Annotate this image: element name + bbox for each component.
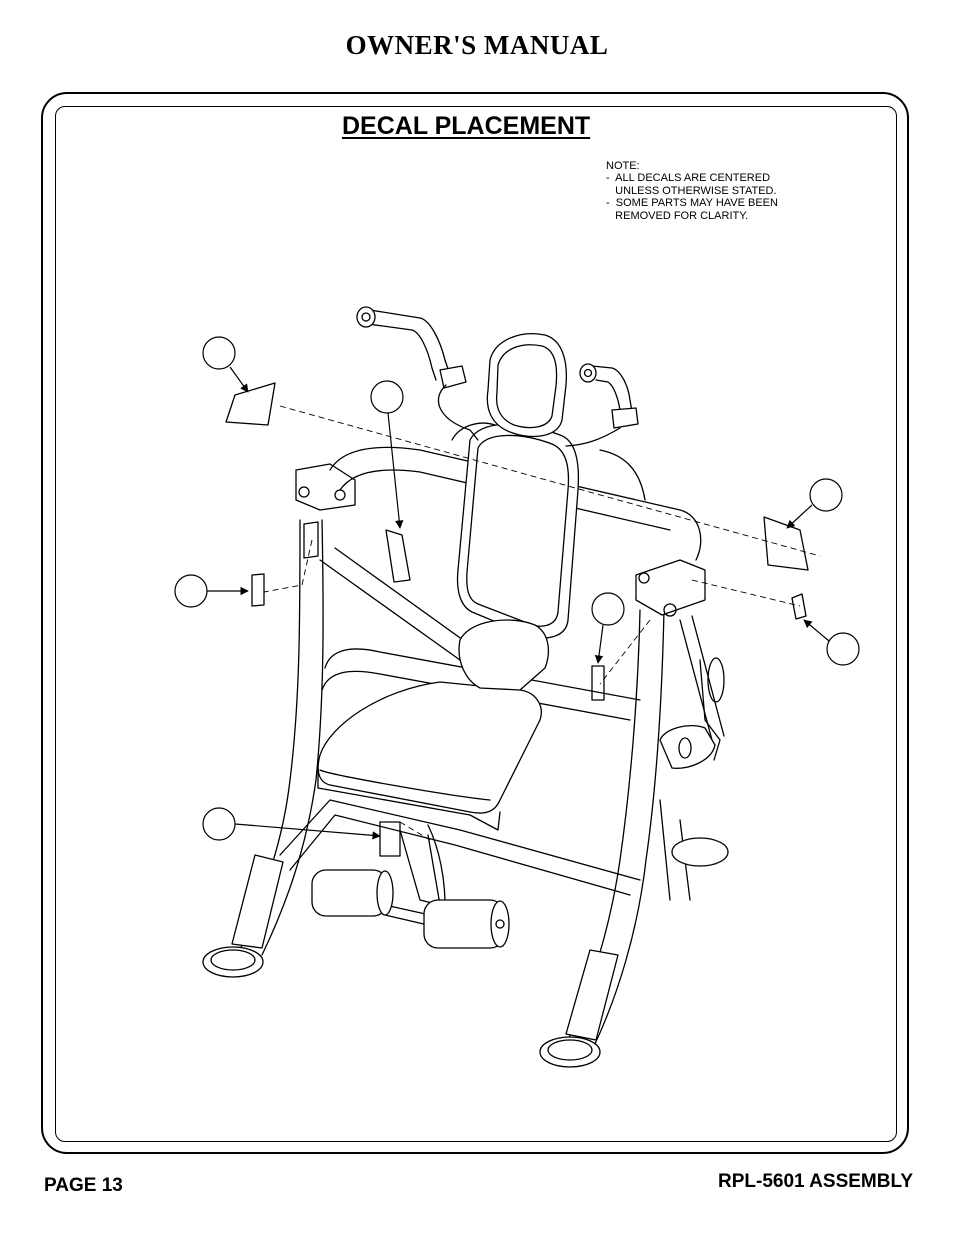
- decal-shape: [763, 516, 809, 571]
- note-line: REMOVED FOR CLARITY.: [606, 209, 749, 222]
- note-line: UNLESS OTHERWISE STATED.: [606, 184, 777, 197]
- callout-balloon: [809, 478, 843, 512]
- model-assembly-label: RPL-5601 ASSEMBLY: [718, 1171, 913, 1192]
- backrest-pad: [451, 422, 580, 639]
- note-line: NOTE:: [606, 160, 640, 172]
- callout-balloon: [591, 592, 625, 626]
- page-number: PAGE 13: [44, 1175, 123, 1196]
- right-upright: [539, 559, 706, 1068]
- manual-title: OWNER'S MANUAL: [345, 30, 609, 60]
- decal-shape: [591, 665, 605, 701]
- callout-arrow: [387, 412, 404, 529]
- callout-balloon: [174, 574, 208, 608]
- left-upright: [202, 463, 356, 978]
- foot-rollers: [311, 824, 510, 949]
- left-handle: [356, 306, 479, 441]
- assembly-note: NOTE: - ALL DECALS ARE CENTERED UNLESS O…: [606, 160, 778, 222]
- callout-balloon: [202, 336, 236, 370]
- decal-shape: [225, 382, 276, 426]
- page-frame-outer: [41, 92, 909, 1154]
- section-title: DECAL PLACEMENT: [342, 112, 591, 140]
- decal-shape: [379, 821, 401, 857]
- decal-shape: [791, 593, 807, 620]
- page-frame-inner: [55, 106, 897, 1142]
- callout-arrow: [786, 504, 813, 529]
- callout-balloon: [370, 380, 404, 414]
- right-handle: [565, 363, 646, 501]
- callout-arrow: [229, 366, 249, 393]
- decal-shape: [251, 573, 265, 607]
- callout-arrow: [234, 823, 381, 840]
- callout-balloon: [826, 632, 860, 666]
- note-line: - SOME PARTS MAY HAVE BEEN: [606, 197, 778, 210]
- seat-pad: [317, 681, 542, 831]
- decal-shape: [303, 521, 319, 559]
- headrest-pad: [486, 333, 568, 438]
- decal-shape: [385, 529, 411, 583]
- note-line: - ALL DECALS ARE CENTERED: [606, 172, 771, 185]
- callout-arrow: [594, 624, 604, 664]
- callout-arrow: [803, 619, 830, 642]
- callout-balloon: [202, 807, 236, 841]
